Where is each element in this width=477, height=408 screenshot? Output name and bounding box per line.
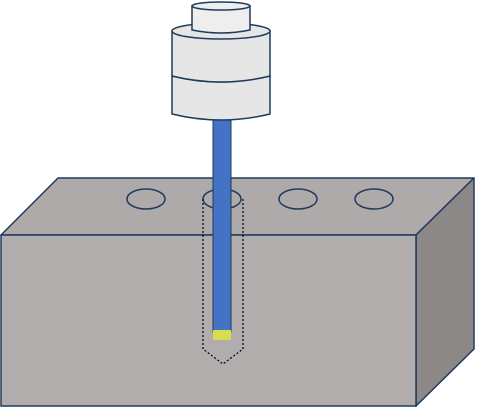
hole-4 xyxy=(354,188,394,210)
probe-head-cap xyxy=(191,5,251,34)
probe-head-cap-top xyxy=(191,1,251,11)
block-top-face xyxy=(0,177,475,236)
block-front-face xyxy=(0,234,417,407)
probe-head xyxy=(171,1,271,121)
probe-head-middle-section xyxy=(171,30,271,83)
probe-tip xyxy=(213,330,231,340)
hole-3 xyxy=(278,188,318,210)
hole-1 xyxy=(126,188,166,210)
probe-shaft xyxy=(212,118,232,333)
drilled-bore-outline xyxy=(202,199,244,365)
